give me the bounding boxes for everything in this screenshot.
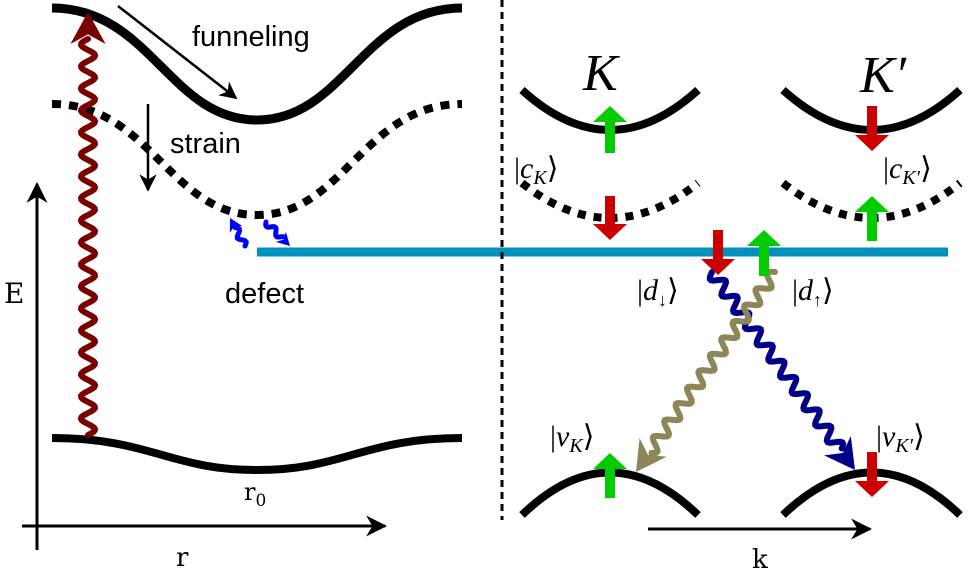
- spin-up-arrow-cK: [593, 106, 627, 153]
- spin-up-arrow-dark-Kprime: [855, 196, 889, 241]
- defect-label: defect: [225, 278, 304, 310]
- funneling-label: funneling: [192, 21, 310, 53]
- spin-down-arrow-cKprime: [855, 106, 889, 151]
- emission-d-up-to-vK-line: [648, 268, 778, 457]
- conduction-band-curve: [51, 3, 463, 125]
- state-vKprime-label: |vK′⟩: [876, 420, 925, 457]
- emission-d-down-to-vKprime-head: [824, 436, 855, 470]
- spin-up-arrow-defect: [747, 230, 781, 276]
- strained-band-curve: [51, 100, 463, 220]
- valence-band-curve: [51, 434, 463, 475]
- spin-down-arrow-dark-K: [593, 196, 627, 240]
- capture-arrow-left-line: [232, 225, 249, 249]
- r0-label: r0: [244, 478, 266, 511]
- state-cK-label: |cK⟩: [514, 152, 558, 189]
- excitation-wavy-arrow: [70, 12, 106, 438]
- capture-arrow-left-head: [229, 218, 243, 233]
- capture-arrow-left: [229, 218, 249, 249]
- spin-down-arrow-vKprime: [855, 452, 889, 497]
- spin-down-arrow-defect: [701, 230, 735, 275]
- excitation-photon-line: [77, 36, 99, 438]
- valley-Kprime-label: K′: [859, 47, 908, 104]
- r-axis-label: r: [176, 543, 189, 573]
- state-d-up-label: |d↑⟩: [792, 274, 834, 310]
- valley-K-label: K: [582, 45, 620, 102]
- excitation-photon: [70, 12, 106, 438]
- funneling-arrow: [117, 5, 238, 100]
- state-vK-label: |vK⟩: [550, 420, 594, 457]
- capture-arrow-right: [263, 219, 290, 246]
- k-axis-label: k: [752, 545, 768, 575]
- excitation-photon-head: [70, 12, 106, 44]
- emission-d-down-to-vKprime: [706, 269, 855, 470]
- defect-capture-arrows: [229, 218, 290, 249]
- state-d-down-label: |d↓⟩: [637, 274, 679, 310]
- emission-d-up-to-vK-head: [636, 437, 667, 472]
- capture-arrow-right-head: [275, 231, 290, 246]
- spin-up-arrow-vK: [593, 453, 627, 498]
- capture-arrow-right-line: [263, 219, 286, 240]
- strain-label: strain: [170, 128, 241, 160]
- energy-axis-label: E: [4, 277, 24, 310]
- state-cKprime-label: |cK′⟩: [883, 152, 932, 189]
- emission-d-down-to-vKprime-line: [706, 269, 847, 452]
- emission-d-up-to-vK: [636, 268, 778, 472]
